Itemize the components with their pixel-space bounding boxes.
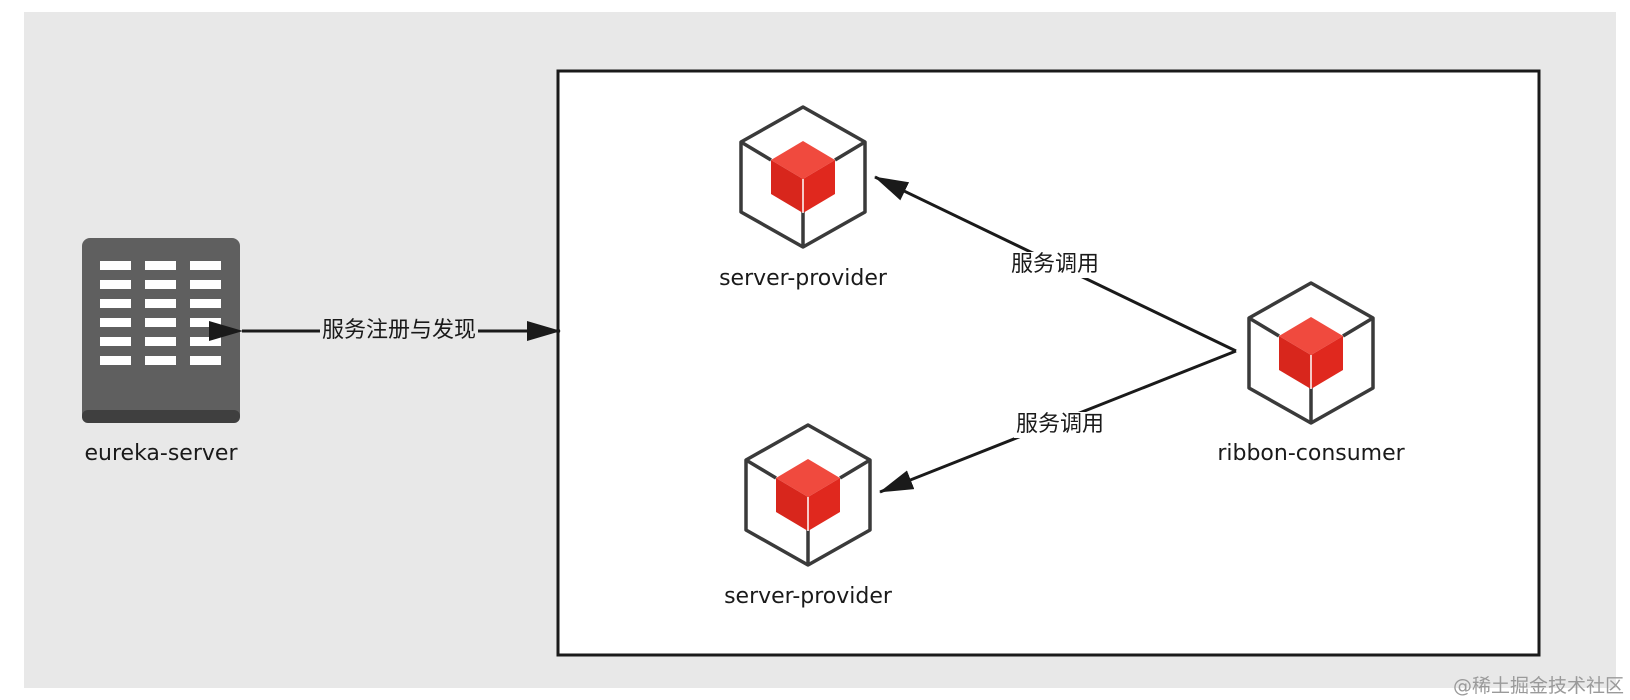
watermark: @稀土掘金技术社区: [1452, 675, 1624, 697]
provider-bottom-label: server-provider: [724, 584, 892, 609]
call-edge-label-bottom: 服务调用: [1013, 412, 1107, 438]
service-cube-icon: [744, 423, 872, 567]
service-cube-icon: [739, 105, 867, 249]
consumer-label: ribbon-consumer: [1217, 441, 1405, 466]
provider-top-label: server-provider: [719, 266, 887, 291]
server-rack-icon: [82, 238, 240, 423]
registry-edge-label: 服务注册与发现: [319, 318, 479, 344]
eureka-server-label: eureka-server: [84, 441, 238, 466]
call-edge-label-top: 服务调用: [1008, 252, 1102, 278]
service-group-box: [556, 69, 1541, 657]
service-cube-icon: [1247, 281, 1375, 425]
